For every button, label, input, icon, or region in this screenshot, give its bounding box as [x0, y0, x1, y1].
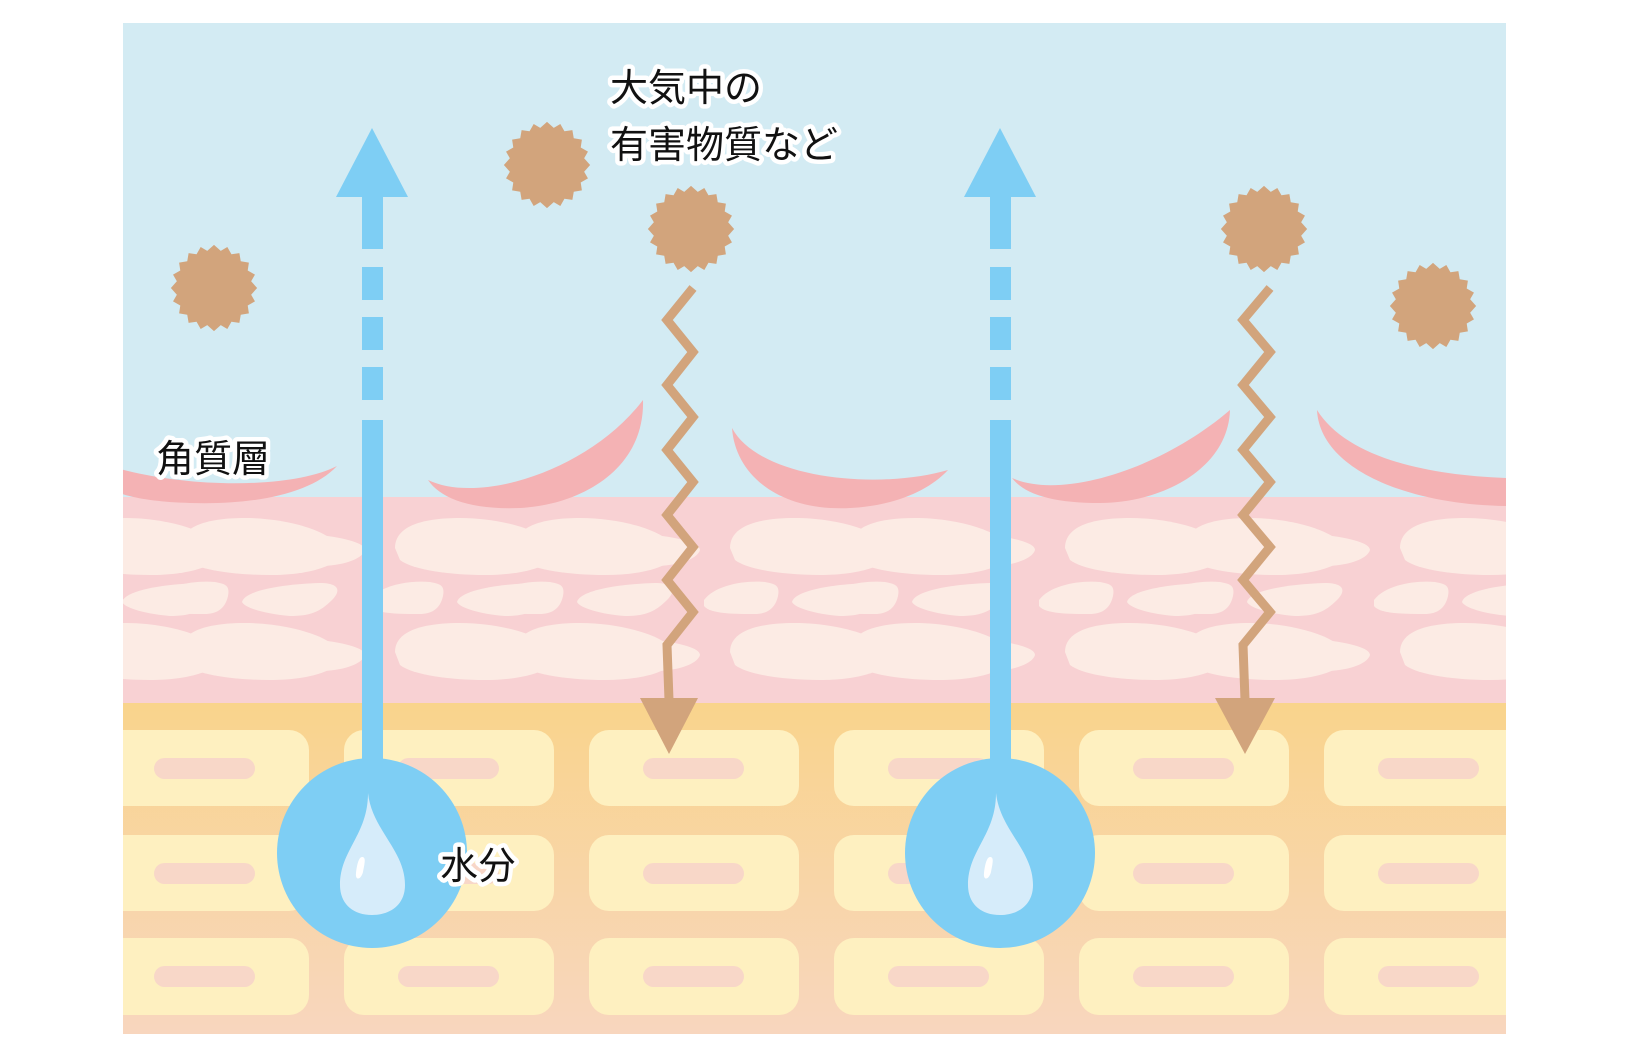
arrowhead-down-icon [1215, 698, 1275, 754]
pollutants-label-line2: 有害物質など [610, 123, 838, 167]
water-droplet-icon [340, 793, 405, 915]
stratum-corneum-label: 角質層 [156, 437, 270, 481]
flake-2 [428, 400, 644, 509]
air-layer [123, 23, 1506, 503]
water-droplet-icon [968, 793, 1033, 915]
epidermis-cells [123, 518, 1506, 680]
arrowhead-up-icon [336, 128, 408, 197]
pollutants-label-line1: 大気中の [610, 66, 762, 110]
arrowhead-down-icon [640, 698, 698, 754]
pollutant-arrow-right [1215, 285, 1276, 754]
flake-5 [1317, 410, 1506, 506]
flake-3 [732, 428, 948, 509]
moisture-label: 水分 [440, 844, 516, 888]
flake-4 [1012, 410, 1230, 503]
arrowhead-up-icon [964, 128, 1036, 197]
pollutant-arrow-left [640, 285, 699, 754]
flake-1 [123, 466, 337, 504]
stratum-corneum-flakes [123, 400, 1506, 509]
